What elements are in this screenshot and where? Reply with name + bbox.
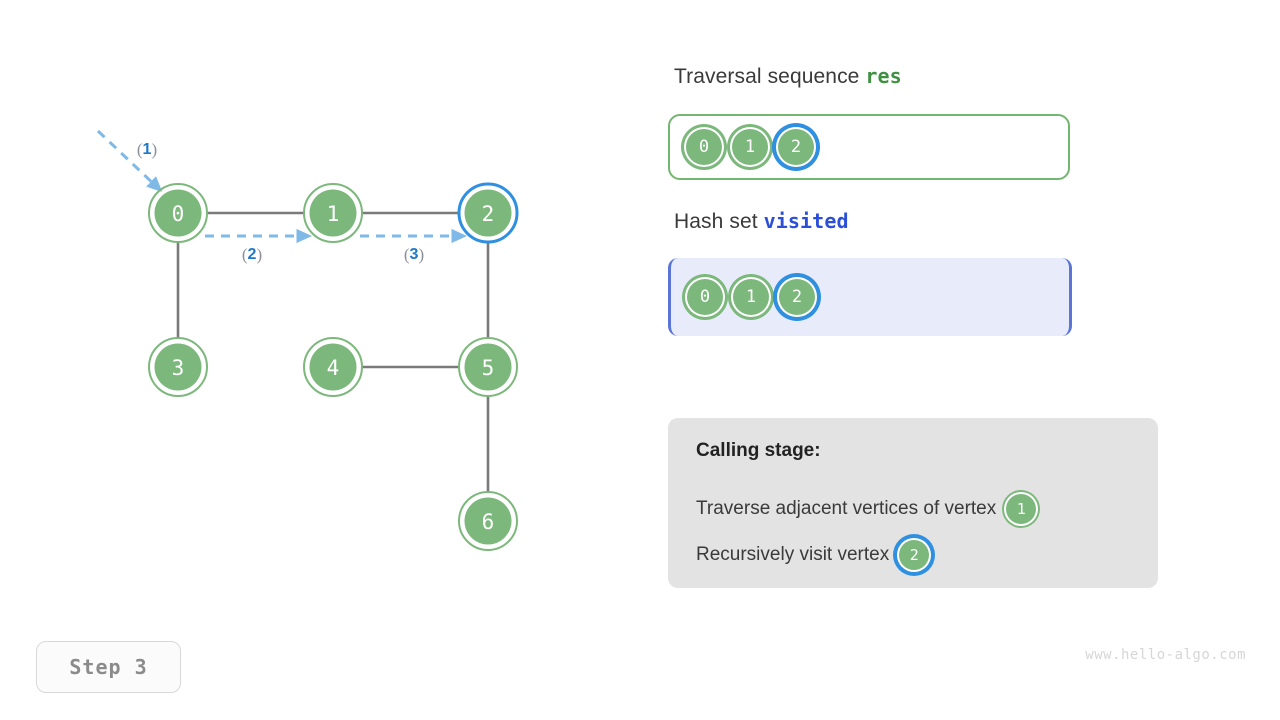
- graph-node-outer-ring: [457, 182, 519, 244]
- graph-node-label: 4: [327, 356, 340, 380]
- graph-node-fill: [154, 189, 202, 237]
- graph-node-5[interactable]: 5: [458, 337, 518, 397]
- graph-node-outer-ring: [458, 337, 518, 397]
- graph-node-fill: [309, 189, 357, 237]
- graph-node-gap-ring: [306, 186, 360, 240]
- graph-node-outer-ring: [303, 183, 363, 243]
- graph-node-1[interactable]: 1: [303, 183, 363, 243]
- graph-node-outer-ring: [303, 337, 363, 397]
- graph-node-fill: [464, 343, 512, 391]
- res-caption: Traversal sequence res: [674, 64, 902, 89]
- traversal-arrow: [96, 129, 163, 193]
- node-layer: 0 1 2 3 4 5 6: [148, 182, 519, 551]
- visited-item: 0: [685, 277, 725, 317]
- graph-node-6[interactable]: 6: [458, 491, 518, 551]
- graph-node-label: 0: [172, 202, 185, 226]
- graph-node-gap-ring: [461, 494, 515, 548]
- calling-stage-line-1: Traverse adjacent vertices of vertex 1: [696, 492, 1039, 526]
- graph-node-2[interactable]: 2: [457, 182, 519, 244]
- graph-node-gap-ring: [461, 340, 515, 394]
- visited-item: 1: [731, 277, 771, 317]
- calling-stage-vertex-badge-2: 2: [897, 538, 932, 572]
- graph-node-fill: [464, 497, 512, 545]
- graph-node-gap-ring: [306, 340, 360, 394]
- calling-stage-line-2: Recursively visit vertex 2: [696, 538, 932, 572]
- graph-node-outer-ring: [148, 337, 208, 397]
- res-item: 1: [730, 127, 770, 167]
- calling-stage-box: Calling stage: Traverse adjacent vertice…: [668, 418, 1158, 588]
- graph-node-fill: [309, 343, 357, 391]
- graph-node-label: 6: [482, 510, 495, 534]
- calling-stage-line-1-text: Traverse adjacent vertices of vertex: [696, 498, 997, 519]
- graph-node-gap-ring: [151, 340, 205, 394]
- visited-item: 2: [777, 277, 817, 317]
- graph-node-outer-ring: [458, 491, 518, 551]
- graph-node-gap-ring: [151, 186, 205, 240]
- calling-stage-line-2-text: Recursively visit vertex: [696, 544, 890, 565]
- traversal-arrow-label: (2): [242, 245, 262, 264]
- res-item: 0: [684, 127, 724, 167]
- traversal-arrow-label: (1): [137, 140, 157, 159]
- res-caption-text: Traversal sequence: [674, 65, 866, 88]
- graph-node-fill: [154, 343, 202, 391]
- graph-node-fill: [464, 189, 512, 237]
- graph-node-outer-ring: [148, 183, 208, 243]
- graph-node-label: 3: [172, 356, 185, 380]
- graph-node-label: 1: [327, 202, 340, 226]
- res-item: 2: [776, 127, 816, 167]
- traversal-arrow-label: (3): [404, 245, 424, 264]
- visited-caption: Hash set visited: [674, 209, 849, 234]
- watermark: www.hello-algo.com: [1085, 647, 1246, 663]
- graph-node-3[interactable]: 3: [148, 337, 208, 397]
- graph-node-label: 5: [482, 356, 495, 380]
- graph-node-label: 2: [482, 202, 495, 226]
- graph-node-gap-ring: [461, 186, 515, 240]
- calling-stage-vertex-badge-1: 1: [1004, 492, 1039, 526]
- graph-panel: 0 1 2 3 4 5 6 (1) (2) (3): [0, 0, 620, 720]
- visited-caption-text: Hash set: [674, 210, 764, 233]
- traversal-arrow-layer: [96, 129, 467, 244]
- traversal-arrow-label-layer: (1) (2) (3): [137, 140, 424, 264]
- step-badge: Step 3: [36, 641, 181, 693]
- graph-node-4[interactable]: 4: [303, 337, 363, 397]
- visited-caption-code: visited: [763, 209, 849, 233]
- calling-stage-title: Calling stage:: [696, 440, 821, 461]
- graph-canvas: 0 1 2 3 4 5 6 (1) (2) (3): [96, 129, 519, 551]
- edge-layer: [176, 211, 490, 492]
- res-caption-code: res: [865, 64, 902, 88]
- graph-node-0[interactable]: 0: [148, 183, 208, 243]
